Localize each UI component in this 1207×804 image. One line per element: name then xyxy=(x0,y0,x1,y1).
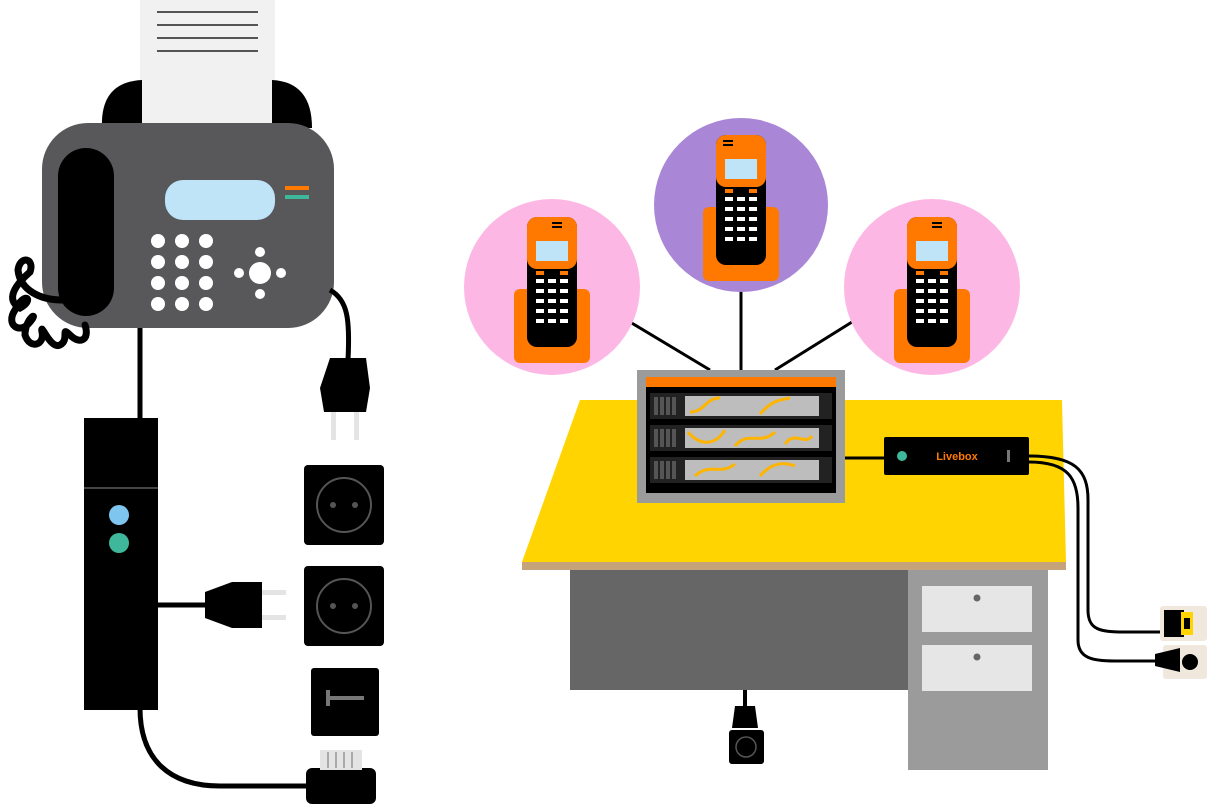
pbx-rack-unit-1 xyxy=(650,393,832,419)
fax-handset xyxy=(58,148,114,316)
pbx-switch xyxy=(637,370,845,503)
fax-machine xyxy=(8,80,334,349)
wall-power-socket-1 xyxy=(304,465,384,545)
fax-navigation-pad xyxy=(234,247,286,299)
livebox-power-wall-socket xyxy=(1155,645,1207,679)
fax-paper xyxy=(140,0,275,130)
handset-coiled-cord xyxy=(8,256,90,349)
phone-link-right xyxy=(774,320,853,372)
livebox-status-led xyxy=(897,451,907,461)
splitter-power-plug xyxy=(205,582,286,628)
pbx-rack-unit-3 xyxy=(650,457,832,483)
desk-drawer-2 xyxy=(922,645,1032,691)
line-splitter xyxy=(84,418,158,710)
fax-indicator-orange xyxy=(285,186,309,190)
desk-front-panel xyxy=(570,570,910,690)
telephone-line-plug xyxy=(306,750,376,804)
fax-indicator-green xyxy=(285,195,309,199)
desk-edge xyxy=(522,562,1066,570)
telephone-wall-socket xyxy=(311,668,379,736)
fax-display xyxy=(165,180,275,220)
livebox-router: Livebox xyxy=(884,437,1029,475)
fax-power-cable xyxy=(328,287,352,361)
phone-link-left xyxy=(629,320,711,372)
splitter-led-green xyxy=(109,533,129,553)
desk-drawer-1 xyxy=(922,586,1032,632)
under-desk-power-socket xyxy=(729,706,764,764)
pbx-rack-unit-2 xyxy=(650,425,832,451)
fax-keypad xyxy=(151,234,213,311)
livebox-phone-line-cable xyxy=(1028,454,1160,634)
cordless-phone-center xyxy=(703,135,779,281)
wall-power-socket-2 xyxy=(304,566,384,646)
cordless-phone-left xyxy=(514,217,590,363)
livebox-power-cable xyxy=(1028,460,1160,663)
livebox-label: Livebox xyxy=(936,451,978,463)
livebox-line-wall-socket xyxy=(1160,606,1207,641)
fax-power-plug xyxy=(320,358,370,440)
cordless-phone-right xyxy=(894,217,970,363)
splitter-phone-line-cable xyxy=(137,707,312,789)
splitter-led-blue xyxy=(109,505,129,525)
